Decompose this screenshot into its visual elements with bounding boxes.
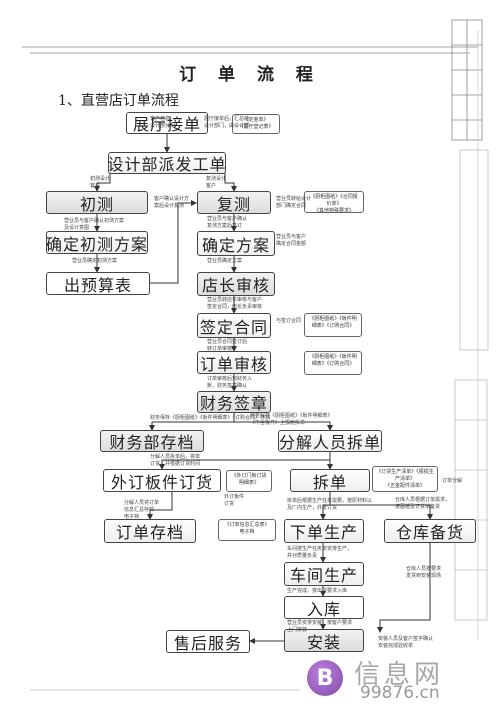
box-confirm-plan: 确定方案 (197, 231, 275, 256)
note-sign: 营业员合同签订后 转订单审核 (207, 339, 248, 352)
note-dispatch-right: 复测设计 客户 (206, 176, 227, 189)
note-finance-left: 财务保存《厨柜图纸》《板件明细表》《订购合同》存档 (150, 415, 271, 421)
box-first-measure: 初测 (46, 191, 148, 214)
note-dispatch-left: 初测设计 客户 (90, 176, 111, 189)
watermark-site-name: 信息网 (354, 660, 445, 690)
note-plan: 营业员确定方案 (207, 258, 243, 264)
note-showroom-2: 展厅接单后，汇总给 设计部门，由设计部 (204, 116, 250, 129)
note-production: 拆单后根据生产任务需要，按原材料以 及厂内生产，外发订货 (287, 498, 373, 511)
box-inbound: 入库 (284, 596, 364, 619)
note-inbound: 生产完成，按出货要求入库 (287, 588, 348, 594)
box-store-review: 店长审核 (197, 272, 275, 296)
note-outsource: 外订板件 订货 (224, 494, 245, 507)
note-warehouse-2: 仓库人员按要求 发货到安装现场 (406, 566, 442, 579)
note-install-2: 安装人员及客户签字确认 安装完成验收单 (378, 636, 434, 649)
note-re-2: 营业员与客户确认 复测方案后签订 (207, 216, 248, 229)
box-showroom: 展厅接单 (126, 112, 208, 134)
box-split: 拆单 (290, 469, 370, 492)
box-re-measure: 复测 (197, 191, 271, 214)
note-archive: 分解人员将订单 信息汇总存档 电子档 (124, 500, 160, 520)
box-design-dispatch: 设计部派发工单 (108, 152, 226, 174)
note-split-left: 分解人员拆单后，将单 订货，并根据订货时间 (150, 454, 201, 467)
box-confirm-initial: 确定初测方案 (46, 231, 148, 254)
box-order-archive: 订单存档 (104, 519, 196, 543)
box-production: 下单生产 (284, 519, 364, 543)
box-workshop: 车间生产 (284, 562, 364, 586)
note-plan-2: 营业员与客户 确定合同金额 (276, 234, 307, 247)
box-budget: 出预算表 (46, 272, 150, 295)
note-finance-right: 财务保存《厨柜图纸》《板件明细表》 《不含板件》上报给拆单 (250, 413, 333, 426)
note-first: 营业员与客户确认初测方案 及设计意图 (64, 218, 125, 231)
doc-order: 《厨柜图纸》《板件明细表》《订购合同》 (304, 351, 362, 375)
box-split-staff: 分解人员拆单 (278, 430, 382, 452)
page-title: 订 单 流 程 (179, 65, 321, 85)
doc-sign: 《厨柜图纸》《板件明细表》《订购合同》 (304, 313, 362, 337)
box-order-review: 订单审核 (197, 351, 271, 374)
note-store-2: 与签订合同 (276, 318, 302, 324)
doc-archive: 《订单信息汇总表》 电子档 (218, 519, 276, 541)
note-split-right: 订单分解 (442, 478, 463, 484)
note-re-3: 营业员转给设计 部门确定合同 (276, 196, 312, 209)
note-re: 客户确认设计方 案后设计复测 (154, 196, 190, 209)
section-heading: 1、直营店订单流程 (58, 93, 179, 109)
box-after-sales: 售后服务 (166, 630, 250, 653)
box-finance-archive: 财务部存档 (100, 430, 204, 452)
doc-showroom: 《定金单》 《展厅登记表》 (232, 114, 280, 134)
note-first-2: 营业员确定初测方案 (72, 258, 118, 264)
note-store: 营业员转店长审核与客户 签定合同，店长负责审核 (207, 297, 263, 310)
note-order: 订单审核后到财务入 账，财务签章确认 (207, 376, 253, 389)
box-finance-sign: 财务签章 (197, 391, 271, 413)
doc-re-measure: 《厨柜图纸》《合同报价单》 《其他特殊要求》 (304, 191, 364, 214)
note-install: 营业员安排安装，按客户要求 上门安装 (287, 620, 353, 633)
box-outsource: 外订板件订货 (103, 469, 221, 492)
doc-outsource: 《外订门板订货明细表》 (226, 470, 272, 492)
box-install: 安装 (284, 629, 364, 652)
note-workshop: 车间按生产任务单安排生产， 并对质量负责 (287, 546, 353, 559)
watermark-site-number: 99876.cn (360, 683, 440, 703)
box-sign-contract: 签定合同 (197, 313, 271, 338)
doc-split: 《订货生产清单》《报损生产清单》 《五金配件清单》 (372, 466, 438, 492)
note-showroom: 客户信息 设计部分配 (150, 116, 176, 129)
box-warehouse: 仓库备货 (384, 519, 476, 543)
note-warehouse: 仓库人员根据订单需求， 按图纸及订货单备货 (395, 497, 451, 510)
watermark-logo: B (307, 660, 343, 696)
